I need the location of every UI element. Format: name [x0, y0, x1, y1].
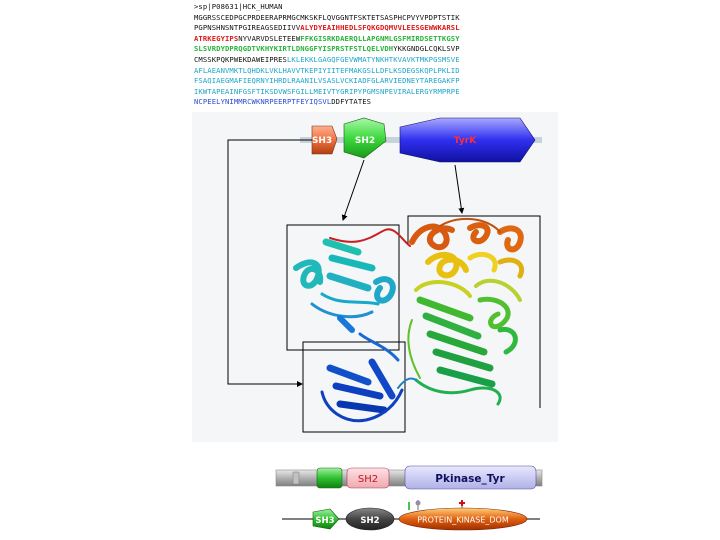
pfam-sh2-label: SH2 [358, 474, 378, 485]
protein-ribbon-structure [296, 219, 522, 421]
pfam-sh3-box [317, 468, 342, 488]
sh2-connector [343, 160, 364, 220]
pfam-domain-track: SH2 Pkinase_Tyr [276, 466, 542, 489]
sh3-label: SH3 [312, 136, 332, 146]
sh3-connector [228, 140, 312, 384]
tyrk-connector [455, 165, 462, 213]
top-domain-track: SH3 SH2 TyrK [300, 118, 542, 162]
tyrk-label: TyrK [454, 136, 477, 146]
smart-site-dot-grey [416, 501, 421, 506]
smart-domain-track: SH3 SH2 PROTEIN_KINASE_DOM [282, 500, 540, 530]
pfam-small-marker [293, 472, 299, 484]
smart-sh2-label: SH2 [360, 516, 379, 526]
smart-sh3-label: SH3 [315, 516, 334, 526]
pfam-pkinase-label: Pkinase_Tyr [435, 473, 505, 485]
sh2-label: SH2 [355, 136, 375, 146]
smart-site-star-red [459, 500, 465, 506]
smart-kinase-label: PROTEIN_KINASE_DOM [417, 516, 509, 525]
